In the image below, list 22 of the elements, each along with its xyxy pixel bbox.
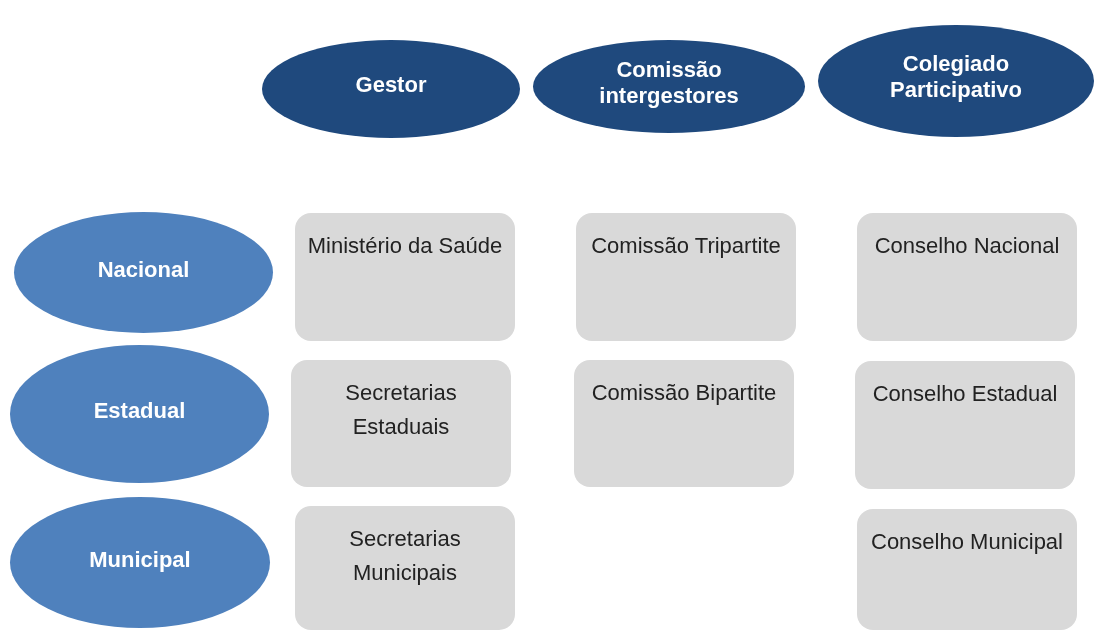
box-label: Secretarias Municipais bbox=[348, 525, 462, 587]
rounded-box bbox=[576, 213, 796, 341]
ellipse-label: Colegiado Participativo bbox=[888, 51, 1023, 103]
rounded-box bbox=[857, 509, 1077, 630]
rounded-box bbox=[291, 360, 511, 487]
rounded-box bbox=[857, 213, 1077, 341]
box-label: Conselho Estadual bbox=[872, 380, 1058, 408]
rounded-box bbox=[295, 506, 515, 630]
ellipse-label: Nacional bbox=[97, 256, 190, 283]
box-label: Conselho Municipal bbox=[871, 528, 1063, 556]
box-label: Secretarias Estaduais bbox=[344, 379, 458, 441]
box-label: Comissão Bipartite bbox=[591, 379, 777, 407]
box-label: Conselho Nacional bbox=[874, 232, 1060, 260]
box-label: Ministério da Saúde bbox=[307, 232, 503, 260]
rounded-box bbox=[574, 360, 794, 487]
ellipse-label: Municipal bbox=[89, 546, 191, 573]
ellipse-label: Comissão intergestores bbox=[598, 56, 740, 109]
ellipse-label: Estadual bbox=[93, 398, 186, 424]
box-label: Comissão Tripartite bbox=[591, 232, 781, 260]
rounded-box bbox=[855, 361, 1075, 489]
ellipse-label: Gestor bbox=[355, 72, 427, 98]
rounded-box bbox=[295, 213, 515, 341]
